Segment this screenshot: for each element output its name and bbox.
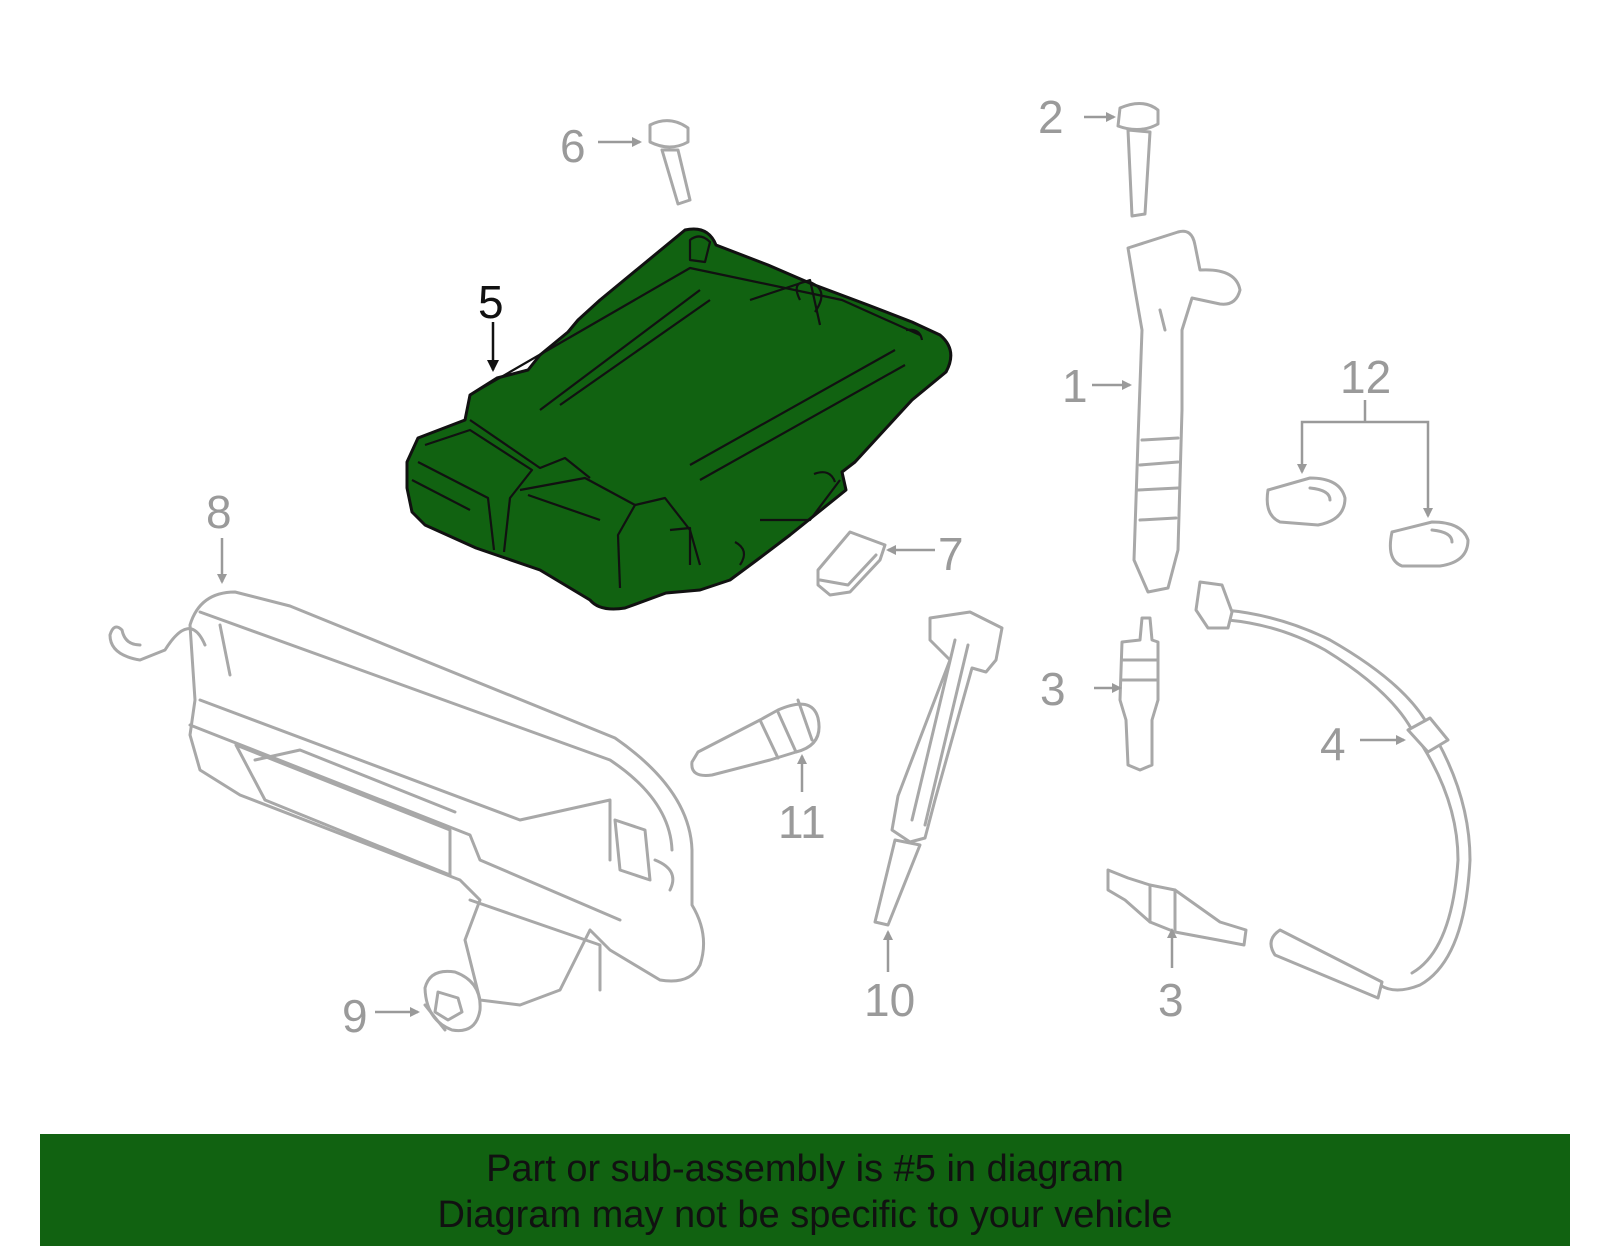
callout-5: 5 [478,276,504,328]
part-5-ecu[interactable] [405,227,953,611]
part-11-sensor[interactable] [690,698,821,777]
part-9-nut[interactable] [423,969,482,1033]
callout-4: 4 [1320,718,1346,770]
part-6-bolt[interactable] [648,119,692,206]
part-3-spark-plug-upper[interactable] [1118,616,1160,772]
callout-9: 9 [342,990,368,1042]
parts-diagram: 2 6 5 1 12 8 7 3 4 11 10 3 9 [108,91,1472,1042]
callout-2: 2 [1038,91,1064,143]
callout-3-upper: 3 [1040,663,1066,715]
part-7-clip[interactable] [816,530,887,597]
footer-line-part: Part or sub-assembly is #5 in diagram [486,1148,1124,1190]
callout-12: 12 [1340,351,1391,403]
footer-line-disclaimer: Diagram may not be specific to your vehi… [437,1194,1173,1236]
callouts: 2 6 5 1 12 8 7 3 4 11 10 3 9 [206,91,1391,1042]
callout-8: 8 [206,486,232,538]
callout-6: 6 [560,120,586,172]
callout-3-lower: 3 [1158,974,1184,1026]
part-3-spark-plug-lower[interactable] [1106,868,1248,947]
part-1-ignition-coil[interactable] [1126,229,1242,594]
callout-11: 11 [778,796,826,848]
callout-1: 1 [1062,360,1088,412]
footer-banner: Part or sub-assembly is #5 in diagram Di… [40,1134,1570,1246]
part-10-probe[interactable] [873,610,1004,927]
part-12-sensors[interactable] [1265,476,1470,568]
part-8-bracket[interactable] [108,590,706,1007]
callout-7: 7 [938,528,964,580]
leader-lines [217,112,1433,1017]
callout-10: 10 [864,974,915,1026]
part-4-o2-sensor[interactable] [1194,580,1472,1000]
part-2-bolt[interactable] [1116,102,1160,218]
